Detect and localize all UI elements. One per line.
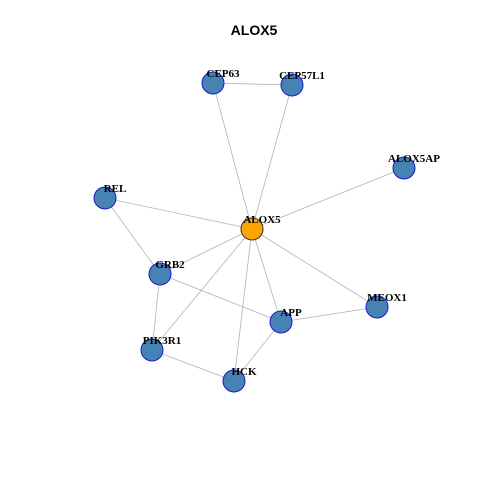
edge-app-meox1 <box>280 306 378 323</box>
edge-alox5-hck <box>233 228 253 382</box>
edge-layer <box>104 82 405 382</box>
node-label-rel: REL <box>104 183 127 195</box>
edge-cep63-cep57l1 <box>212 82 293 86</box>
node-app <box>269 310 293 334</box>
node-label-cep57l1: CEP57L1 <box>279 70 325 82</box>
edge-rel-alox5 <box>104 197 253 230</box>
edge-alox5ap-alox5 <box>251 167 405 230</box>
edge-rel-grb2 <box>104 197 161 275</box>
edge-cep63-alox5 <box>212 82 253 230</box>
node-cep57l1 <box>280 73 304 97</box>
node-label-pik3r1: PIK3R1 <box>143 335 182 347</box>
node-label-hck: HCK <box>231 366 257 378</box>
edge-app-hck <box>233 321 282 382</box>
node-label-grb2: GRB2 <box>155 259 185 271</box>
edge-cep57l1-alox5 <box>251 84 293 230</box>
node-grb2 <box>148 262 172 286</box>
edge-grb2-pik3r1 <box>151 273 161 351</box>
node-label-app: APP <box>280 307 302 319</box>
edge-alox5-pik3r1 <box>151 228 253 351</box>
node-label-cep63: CEP63 <box>207 68 241 80</box>
edge-alox5-meox1 <box>251 228 378 308</box>
node-pik3r1 <box>140 338 164 362</box>
node-label-alox5: ALOX5 <box>243 214 281 226</box>
node-cep63 <box>201 71 225 95</box>
edge-grb2-alox5 <box>159 228 253 275</box>
edge-alox5-app <box>251 228 282 323</box>
node-meox1 <box>365 295 389 319</box>
node-alox5 <box>240 217 264 241</box>
diagram-title: ALOX5 <box>231 22 278 38</box>
node-rel <box>93 186 117 210</box>
node-alox5ap <box>392 156 416 180</box>
node-hck <box>222 369 246 393</box>
edge-pik3r1-hck <box>151 349 235 382</box>
edge-grb2-app <box>159 273 282 323</box>
node-label-alox5ap: ALOX5AP <box>388 153 440 165</box>
node-label-meox1: MEOX1 <box>367 292 407 304</box>
